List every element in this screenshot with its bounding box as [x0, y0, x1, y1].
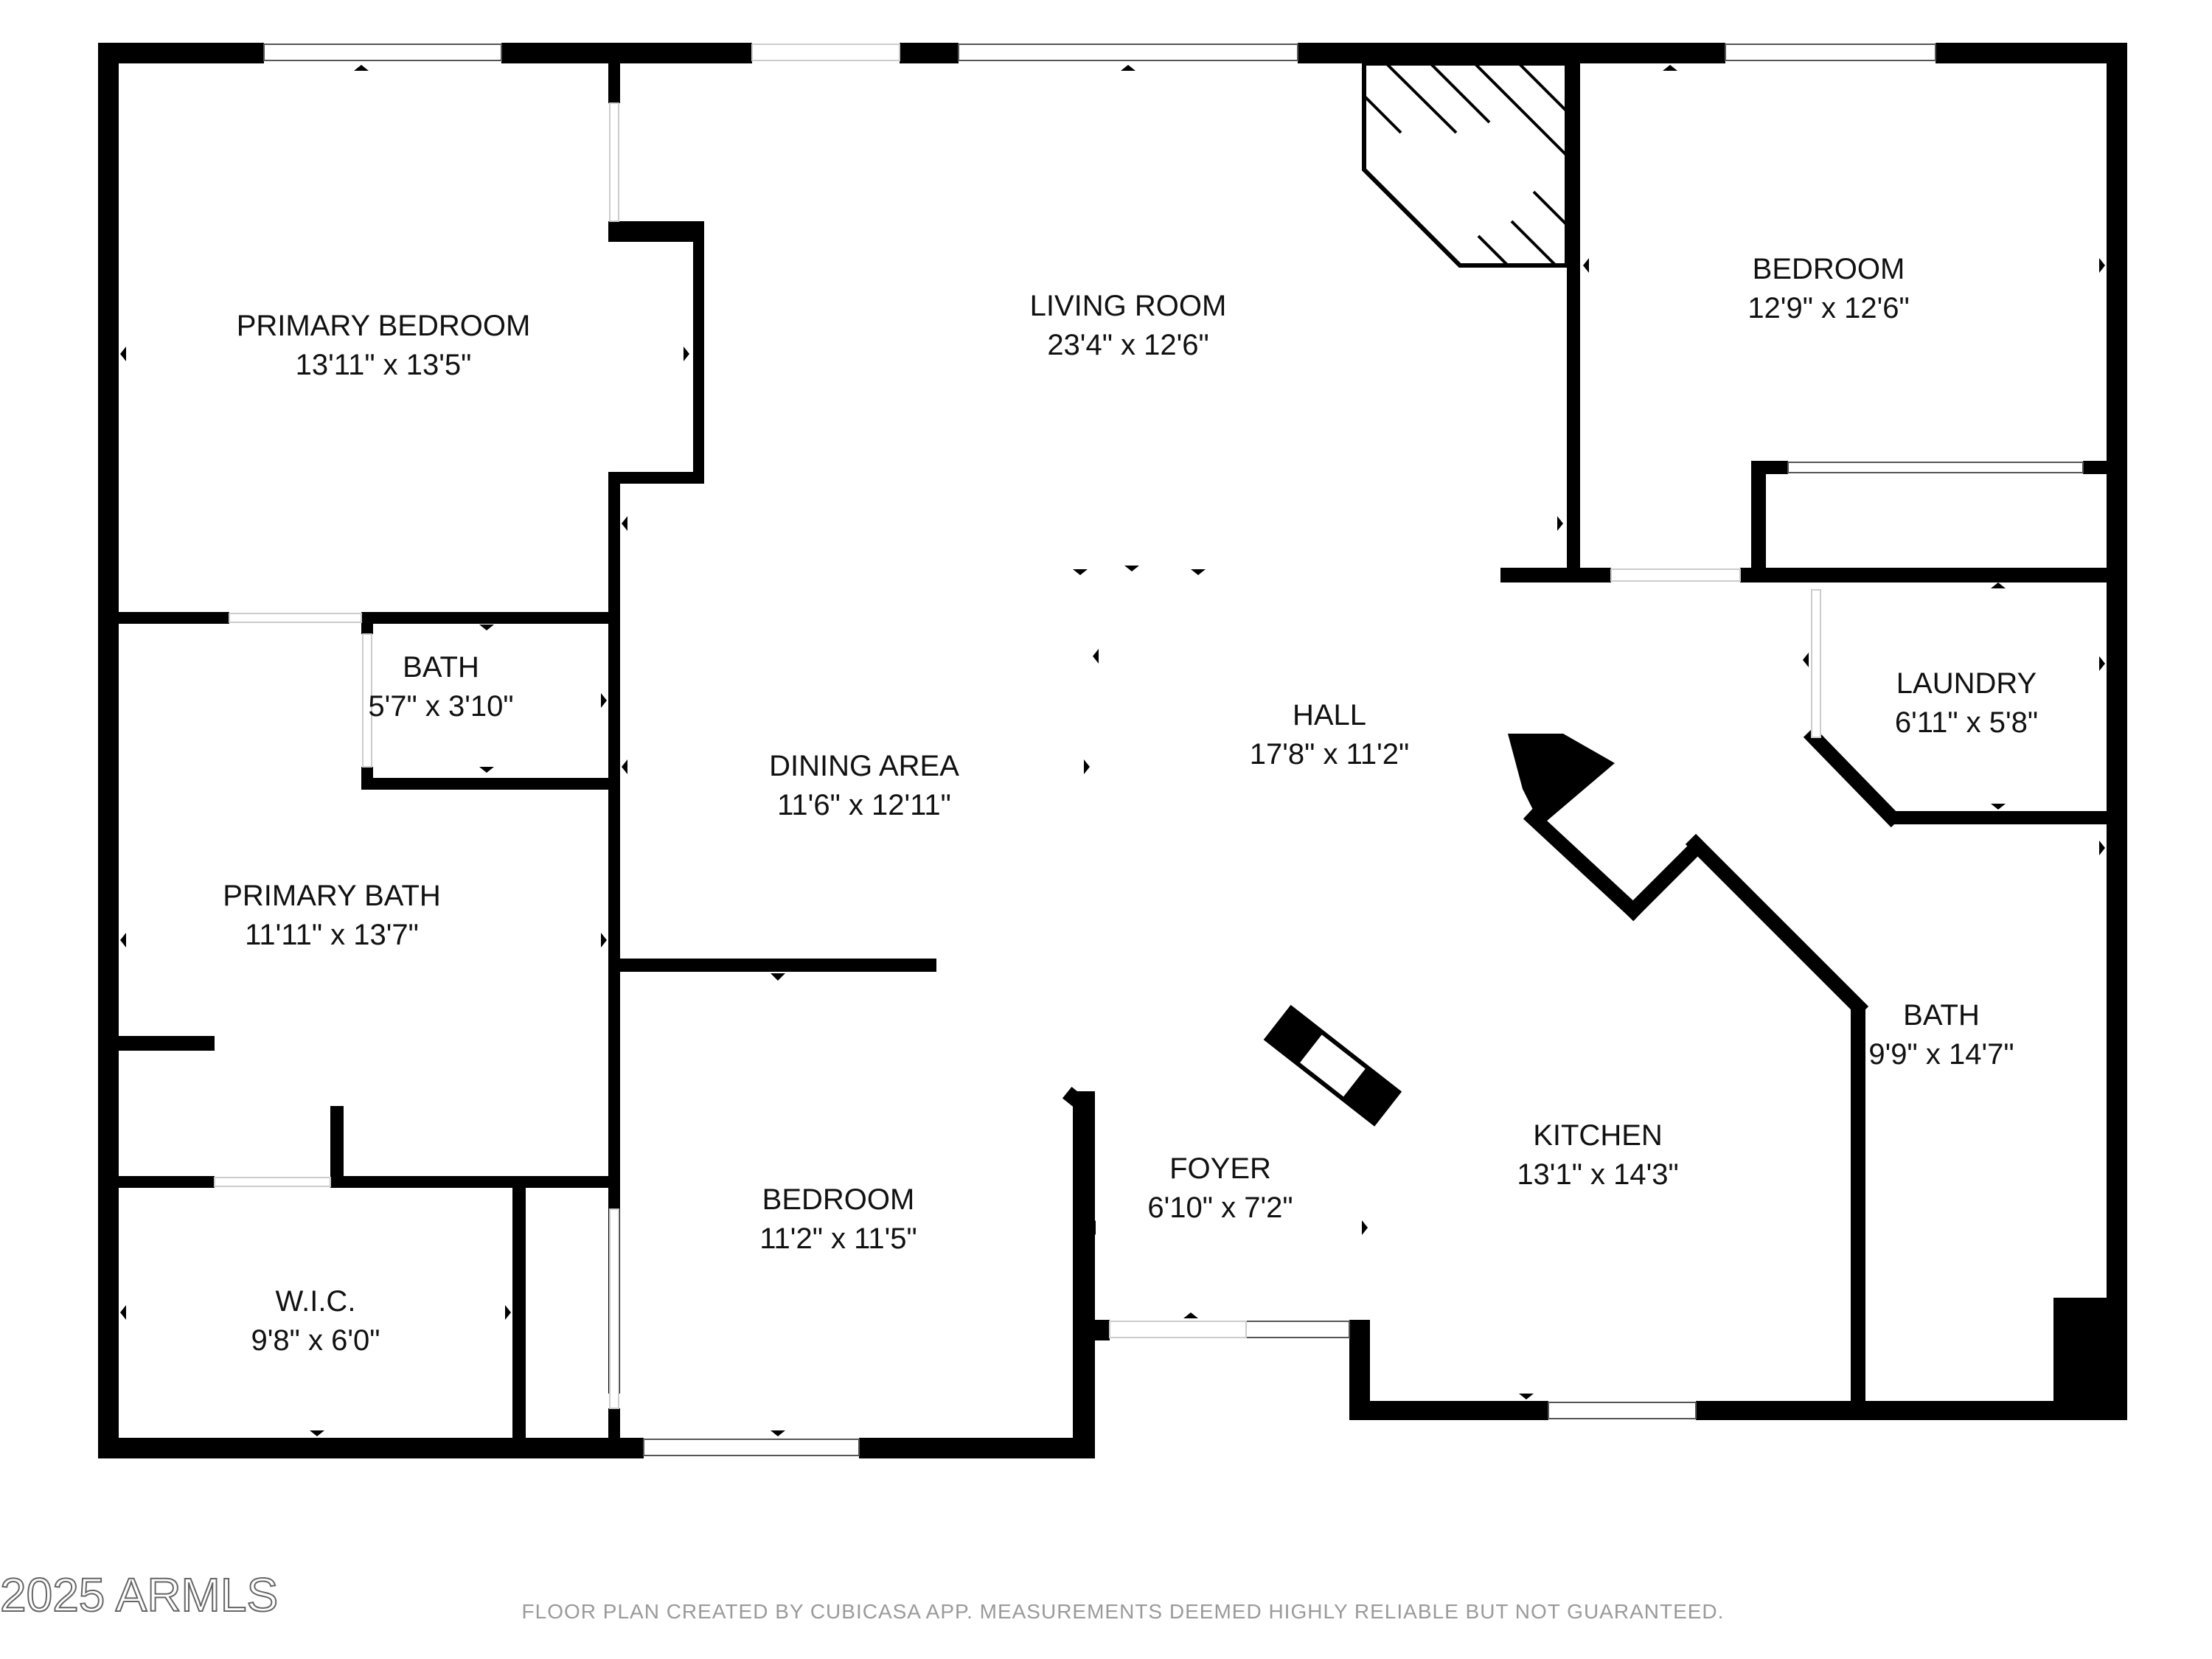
fireplace-icon: [1362, 61, 1569, 268]
room-name: DINING AREA: [769, 750, 959, 782]
room-label-bedroom-ne: BEDROOM 12'9" x 12'6": [1747, 253, 1909, 324]
room-label-kitchen: KITCHEN 13'1" x 14'3": [1517, 1119, 1678, 1191]
room-name: BEDROOM: [1753, 253, 1905, 285]
room-dims: 11'6" x 12'11": [777, 789, 951, 821]
room-dims: 9'8" x 6'0": [251, 1324, 380, 1357]
door-openings: [214, 44, 1821, 1409]
room-label-bedroom-sw: BEDROOM 11'2" x 11'5": [759, 1183, 917, 1255]
room-name: BATH: [403, 651, 479, 684]
kitchen-corner-block: [1508, 734, 1615, 826]
room-name: W.I.C.: [276, 1285, 356, 1318]
room-dims: 12'9" x 12'6": [1747, 292, 1909, 324]
room-name: FOYER: [1169, 1152, 1271, 1185]
windows: [263, 44, 2084, 1456]
room-dims: 6'11" x 5'8": [1895, 706, 2038, 739]
room-dims: 5'7" x 3'10": [368, 690, 513, 723]
room-name: BEDROOM: [762, 1183, 915, 1216]
room-label-laundry: LAUNDRY 6'11" x 5'8": [1895, 667, 2038, 739]
room-name: PRIMARY BATH: [223, 880, 441, 912]
room-name: LAUNDRY: [1896, 667, 2037, 700]
room-dims: 17'8" x 11'2": [1250, 738, 1409, 771]
room-dims: 23'4" x 12'6": [1047, 329, 1208, 361]
room-label-bath-small: BATH 5'7" x 3'10": [368, 651, 513, 723]
room-label-dining-area: DINING AREA 11'6" x 12'11": [769, 750, 959, 821]
room-dims: 11'11" x 13'7": [245, 919, 419, 951]
measure-markers: [120, 65, 2105, 1436]
room-dims: 6'10" x 7'2": [1147, 1192, 1293, 1224]
foyer-fixture-icon: [1263, 1004, 1402, 1127]
room-name: LIVING ROOM: [1030, 290, 1227, 322]
room-name: KITCHEN: [1533, 1119, 1663, 1152]
room-name: PRIMARY BEDROOM: [237, 310, 531, 342]
room-dims: 13'1" x 14'3": [1517, 1158, 1678, 1191]
room-dims: 9'9" x 14'7": [1868, 1038, 2014, 1071]
room-dims: 13'11" x 13'5": [296, 349, 472, 381]
room-label-wic: W.I.C. 9'8" x 6'0": [251, 1285, 380, 1357]
room-label-living-room: LIVING ROOM 23'4" x 12'6": [1030, 290, 1227, 361]
room-name: BATH: [1903, 999, 1980, 1032]
room-label-primary-bath: PRIMARY BATH 11'11" x 13'7": [223, 880, 441, 951]
room-label-bath-east: BATH 9'9" x 14'7": [1868, 999, 2014, 1071]
room-name: HALL: [1293, 699, 1366, 731]
room-label-hall: HALL 17'8" x 11'2": [1250, 699, 1409, 771]
room-dims: 11'2" x 11'5": [759, 1222, 917, 1255]
room-label-primary-bedroom: PRIMARY BEDROOM 13'11" x 13'5": [237, 310, 531, 381]
exterior-walls: [98, 43, 2127, 1458]
room-label-foyer: FOYER 6'10" x 7'2": [1147, 1152, 1293, 1224]
footer-note: FLOOR PLAN CREATED BY CUBICASA APP. MEAS…: [522, 1600, 1725, 1623]
diagonal-walls: [1062, 726, 1902, 1117]
copyright-watermark: 2025 ARMLS: [0, 1568, 278, 1621]
